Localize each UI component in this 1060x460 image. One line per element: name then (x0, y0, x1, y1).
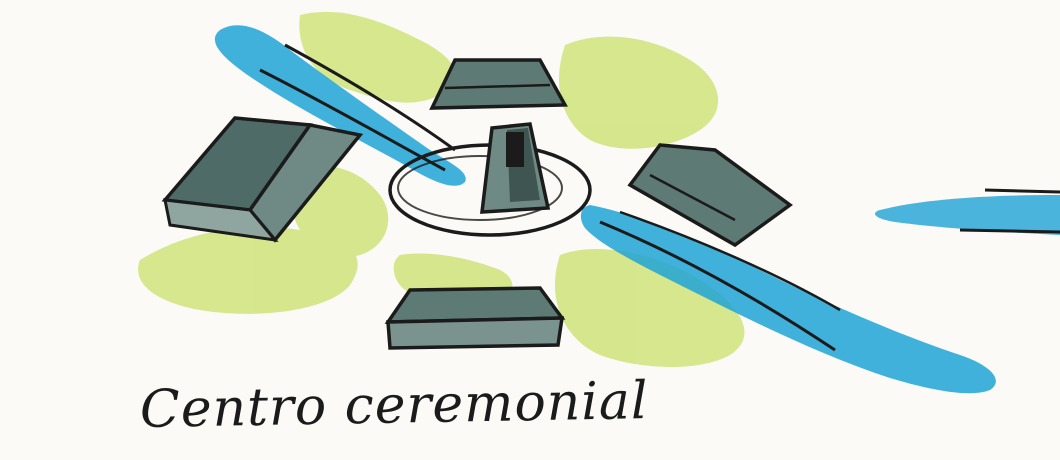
building-bottom (388, 288, 562, 348)
building-top (432, 60, 565, 108)
pyramid-top-block (506, 132, 524, 167)
central-pyramid (482, 124, 548, 212)
river-ink-line-far-2 (960, 230, 1060, 232)
sketch-caption: Centro ceremonial (139, 371, 649, 440)
river-ink-line-far-1 (985, 190, 1060, 192)
building-bottom-front (388, 318, 562, 348)
grass-patch-top-right (559, 37, 718, 149)
